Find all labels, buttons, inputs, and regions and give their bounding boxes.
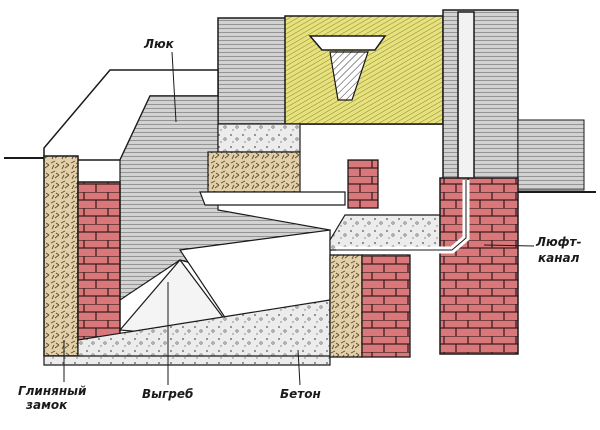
- toilet-seat: [308, 35, 387, 51]
- leader-air-duct: [483, 244, 535, 247]
- label-concrete: Бетон: [280, 387, 321, 401]
- label-air-duct-2: канал: [538, 251, 580, 265]
- brick-pier-middle: [347, 159, 379, 209]
- label-air-duct-1: Люфт-: [535, 235, 581, 249]
- leader-concrete: [297, 349, 301, 386]
- air-duct-pipe-outline: [336, 180, 467, 251]
- label-clay-lock-2: замок: [25, 398, 68, 412]
- clay-lock: [43, 155, 79, 357]
- brick-column-middle: [361, 254, 411, 358]
- brick-wall-left: [77, 181, 121, 345]
- right-ground-strip: [517, 119, 585, 191]
- hatch-shelf: [199, 191, 346, 206]
- label-hatch: Люк: [143, 37, 175, 51]
- label-clay-lock-1: Глиняный: [18, 384, 87, 398]
- hatch-clay-band: [207, 151, 301, 193]
- brick-wall-right: [439, 177, 519, 355]
- hatch-slab: [217, 123, 301, 153]
- toilet-funnel: [329, 51, 369, 101]
- label-cesspit: Выгреб: [142, 387, 193, 401]
- clay-column-middle: [329, 254, 363, 358]
- middle-slab: [329, 214, 441, 251]
- right-wall-upper: [442, 9, 519, 181]
- toilet-room: [284, 15, 444, 125]
- leader-hatch: [171, 51, 177, 123]
